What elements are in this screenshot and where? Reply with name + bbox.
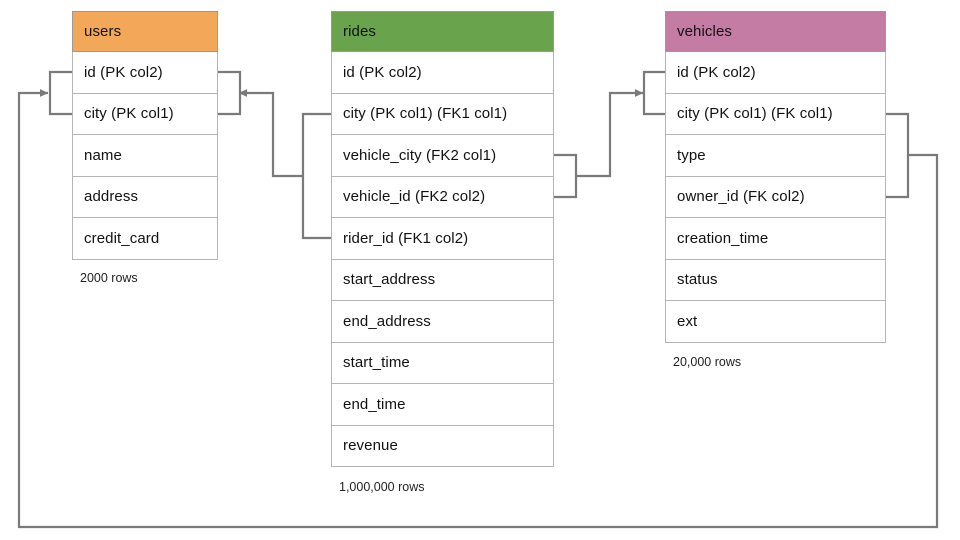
entity-column-row[interactable]: creation_time — [665, 218, 886, 260]
entity-column-row[interactable]: id (PK col2) — [665, 52, 886, 94]
entity-column-label: creation_time — [677, 229, 769, 247]
entity-column-label: type — [677, 146, 706, 164]
entity-header-users: users — [72, 11, 218, 52]
entity-column-label: revenue — [343, 437, 398, 455]
entity-rowcount-vehicles: 20,000 rows — [673, 355, 742, 369]
entity-table-rides[interactable]: rides id (PK col2) city (PK col1) (FK1 col… — [331, 11, 554, 467]
entity-column-label: id (PK col2) — [343, 63, 422, 81]
entity-column-label: id (PK col2) — [677, 63, 756, 81]
entity-column-row[interactable]: owner_id (FK col2) — [665, 176, 886, 218]
entity-column-label: start_time — [343, 354, 410, 372]
entity-column-row[interactable]: start_address — [331, 259, 554, 301]
entity-table-users[interactable]: users id (PK col2) city (PK col1) name addre… — [72, 11, 218, 260]
entity-column-row[interactable]: city (PK col1) — [72, 93, 218, 135]
entity-table-vehicles[interactable]: vehicles id (PK col2) city (PK col1) (FK c… — [665, 11, 886, 343]
entity-rowcount-users: 2000 rows — [80, 271, 138, 285]
entity-column-row[interactable]: ext — [665, 301, 886, 343]
connector-rides-fk1-users — [218, 70, 331, 240]
entity-column-label: credit_card — [84, 229, 160, 247]
entity-rowcount-rides: 1,000,000 rows — [339, 480, 425, 494]
entity-column-row[interactable]: credit_card — [72, 218, 218, 260]
entity-column-label: rider_id (FK1 col2) — [343, 229, 469, 247]
entity-header-vehicles: vehicles — [665, 11, 886, 52]
entity-column-label: city (PK col1) (FK1 col1) — [343, 105, 508, 123]
entity-column-row[interactable]: rider_id (FK1 col2) — [331, 218, 554, 260]
entity-column-row[interactable]: city (PK col1) (FK1 col1) — [331, 93, 554, 135]
entity-column-row[interactable]: id (PK col2) — [72, 52, 218, 94]
entity-column-row[interactable]: address — [72, 176, 218, 218]
entity-column-label: start_address — [343, 271, 436, 289]
entity-header-rides: rides — [331, 11, 554, 52]
entity-column-label: end_time — [343, 395, 406, 413]
connector-rides-fk2-vehicles — [554, 70, 665, 199]
entity-column-row[interactable]: status — [665, 259, 886, 301]
entity-column-label: id (PK col2) — [84, 63, 163, 81]
entity-column-row[interactable]: end_address — [331, 301, 554, 343]
entity-column-row[interactable]: city (PK col1) (FK col1) — [665, 93, 886, 135]
entity-column-label: ext — [677, 312, 698, 330]
entity-column-row[interactable]: start_time — [331, 342, 554, 384]
entity-column-label: city (PK col1) — [84, 105, 174, 123]
entity-column-label: owner_id (FK col2) — [677, 188, 805, 206]
entity-column-row[interactable]: revenue — [331, 425, 554, 467]
entity-column-row[interactable]: vehicle_city (FK2 col1) — [331, 135, 554, 177]
entity-column-label: status — [677, 271, 718, 289]
entity-column-row[interactable]: vehicle_id (FK2 col2) — [331, 176, 554, 218]
entity-column-row[interactable]: end_time — [331, 384, 554, 426]
entity-column-label: end_address — [343, 312, 431, 330]
entity-column-label: vehicle_id (FK2 col2) — [343, 188, 486, 206]
entity-column-label: address — [84, 188, 139, 206]
entity-column-row[interactable]: id (PK col2) — [331, 52, 554, 94]
entity-column-label: vehicle_city (FK2 col1) — [343, 146, 497, 164]
entity-column-label: name — [84, 146, 122, 164]
entity-column-label: city (PK col1) (FK col1) — [677, 105, 833, 123]
entity-column-row[interactable]: type — [665, 135, 886, 177]
entity-column-row[interactable]: name — [72, 135, 218, 177]
